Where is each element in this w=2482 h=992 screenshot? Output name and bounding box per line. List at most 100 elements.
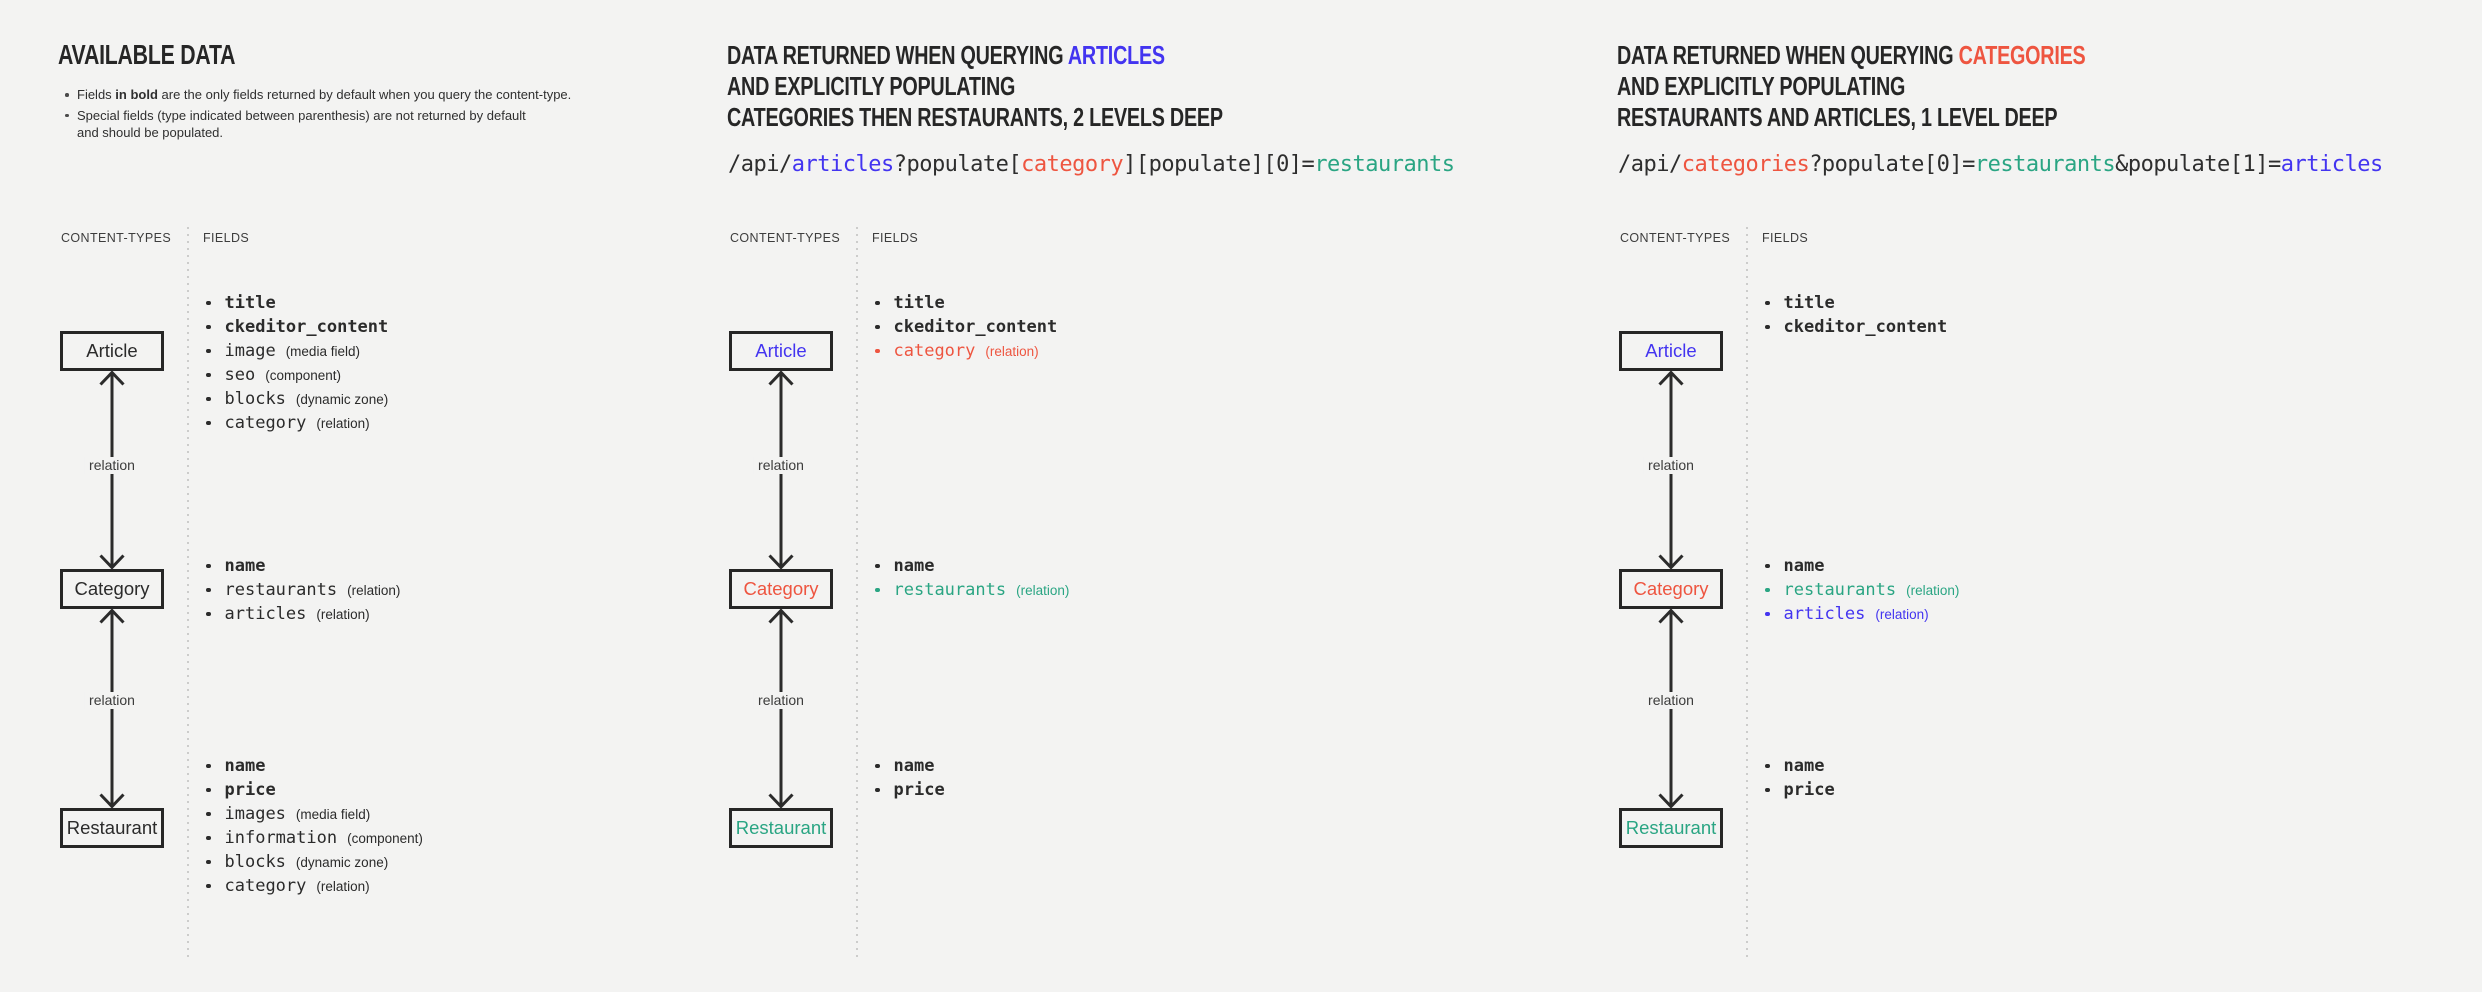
api-url-segment: restaurants xyxy=(1314,152,1455,177)
field-item: title xyxy=(206,291,388,315)
page-title: AVAILABLE DATA xyxy=(58,39,236,70)
api-url-segment: categories xyxy=(1681,152,1810,177)
title-text: DATA RETURNED WHEN QUERYING xyxy=(1617,40,1959,70)
field-type: (relation) xyxy=(347,583,401,598)
field-name: name xyxy=(224,556,266,576)
bullet-icon xyxy=(206,859,211,865)
title-line-2: AND EXPLICITLY POPULATING xyxy=(1617,71,1906,101)
field-item: price xyxy=(1765,778,1835,802)
field-list-category: name restaurants (relation) xyxy=(875,554,1069,602)
field-item: category (relation) xyxy=(206,874,423,898)
title-line-3: CATEGORIES THEN RESTAURANTS, 2 LEVELS DE… xyxy=(727,102,1223,132)
field-item: category(relation) xyxy=(206,411,388,435)
relation-label: relation xyxy=(753,457,809,474)
field-name: blocks xyxy=(224,389,286,409)
api-url-segment: &populate[1]= xyxy=(2115,152,2281,177)
bullet-icon xyxy=(1765,763,1770,769)
note-item: Special fields (type indicated between p… xyxy=(63,107,623,142)
field-name: title xyxy=(224,293,276,313)
bullet-icon xyxy=(875,763,880,769)
legend-notes: Fields in bold are the only fields retur… xyxy=(63,86,623,145)
content-type-box-category: Category xyxy=(729,569,833,609)
bullet-icon xyxy=(206,763,211,769)
api-url: /api/categories?populate[0]=restaurants&… xyxy=(1618,151,2383,178)
field-item: articles(relation) xyxy=(206,602,400,626)
bullet-icon xyxy=(1765,611,1770,617)
content-type-label: Article xyxy=(755,339,807,361)
field-type: (relation) xyxy=(316,879,370,894)
field-item: articles(relation) xyxy=(1765,602,1959,626)
content-type-label: Article xyxy=(86,339,138,361)
field-item: name xyxy=(875,754,945,778)
field-type: (relation) xyxy=(1875,607,1929,622)
field-item: name xyxy=(206,754,423,778)
bullet-icon xyxy=(206,324,211,330)
bullet-icon xyxy=(206,883,211,889)
api-url-segment: ][populate][0]= xyxy=(1123,152,1315,177)
fields-label: FIELDS xyxy=(203,231,250,245)
bullet-icon xyxy=(206,420,211,426)
bullet-icon xyxy=(206,300,211,306)
bullet-icon xyxy=(206,372,211,378)
content-type-label: Category xyxy=(74,577,150,599)
field-item: seo(component) xyxy=(206,363,388,387)
field-item: restaurants(relation) xyxy=(1765,578,1959,602)
title-line-2: AND EXPLICITLY POPULATING xyxy=(727,71,1016,101)
field-item: title xyxy=(875,291,1057,315)
field-name: name xyxy=(893,756,935,776)
content-types-label: CONTENT-TYPES xyxy=(61,231,172,245)
field-name: restaurants xyxy=(1783,580,1897,600)
column-divider-dotted-line xyxy=(856,227,858,961)
panel-title: DATA RETURNED WHEN QUERYING CATEGORIES A… xyxy=(1617,40,2233,133)
field-name: information xyxy=(224,828,338,848)
relation-arrow xyxy=(766,608,796,813)
field-item: blocks(dynamic zone) xyxy=(206,387,388,411)
content-type-label: Category xyxy=(1633,577,1709,599)
field-name: category xyxy=(893,341,976,361)
bullet-icon xyxy=(206,348,211,354)
api-url-segment: category xyxy=(1021,152,1124,177)
field-type: (dynamic zone) xyxy=(295,855,389,870)
relation-label: relation xyxy=(84,457,140,474)
api-url-segment: articles xyxy=(2280,152,2383,177)
relation-label: relation xyxy=(84,692,140,709)
field-item: blocks (dynamic zone) xyxy=(206,850,423,874)
field-item: restaurants (relation) xyxy=(875,578,1069,602)
bullet-icon xyxy=(875,300,880,306)
api-url-segment: ?populate[ xyxy=(893,152,1022,177)
field-type: (relation) xyxy=(1016,583,1070,598)
field-type: (relation) xyxy=(316,416,370,431)
relation-label: relation xyxy=(753,692,809,709)
content-type-label: Article xyxy=(1645,339,1697,361)
bullet-icon xyxy=(1765,587,1770,593)
field-name: articles xyxy=(224,604,307,624)
field-item: ckeditor_content xyxy=(1765,315,1947,339)
relation-label: relation xyxy=(1643,692,1699,709)
relation-arrow xyxy=(97,608,127,813)
field-name: category xyxy=(224,876,307,896)
field-name: blocks xyxy=(224,852,286,872)
field-name: price xyxy=(224,780,276,800)
api-url-segment: /api/ xyxy=(728,152,792,177)
field-name: restaurants xyxy=(893,580,1007,600)
content-type-label: Restaurant xyxy=(66,816,158,838)
field-item: price xyxy=(206,778,423,802)
content-type-box-restaurant: Restaurant xyxy=(1619,808,1723,848)
content-types-label: CONTENT-TYPES xyxy=(1620,231,1731,245)
field-name: images xyxy=(224,804,286,824)
api-url: /api/articles?populate[category][populat… xyxy=(728,151,1455,178)
title-highlight: CATEGORIES xyxy=(1958,40,2086,70)
field-type: (media field) xyxy=(285,344,360,359)
bullet-icon xyxy=(1765,300,1770,306)
api-url-segment: restaurants xyxy=(1974,152,2116,177)
field-name: price xyxy=(1783,780,1835,800)
field-name: name xyxy=(893,556,935,576)
bullet-icon xyxy=(65,113,69,117)
content-type-box-article: Article xyxy=(1619,331,1723,371)
